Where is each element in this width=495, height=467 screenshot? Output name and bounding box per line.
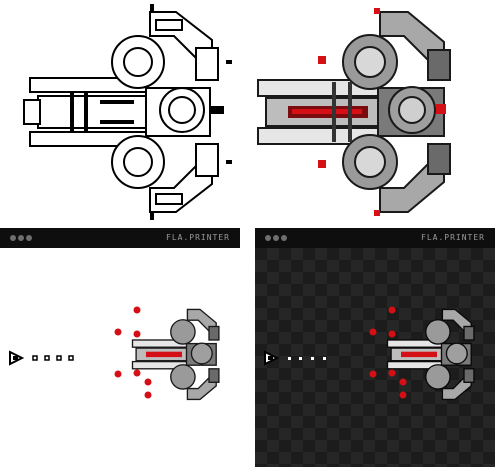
enemy-bullet-icon	[114, 306, 152, 399]
window-titlebar: FLA.PRINTER	[255, 228, 495, 248]
enemy-bullet-icon	[369, 306, 407, 399]
scene-light-canvas	[9, 306, 220, 401]
player-ship-icon	[264, 350, 280, 366]
app-label: FLA.PRINTER	[421, 233, 485, 242]
player-ship-icon	[9, 350, 25, 366]
boss-ship-icon	[131, 308, 220, 401]
scene-dark: FLA.PRINTER	[255, 228, 495, 467]
ship-shaded-panel	[248, 0, 495, 224]
window-dots-icon	[10, 235, 32, 241]
window-titlebar: FLA.PRINTER	[0, 228, 240, 248]
boss-ship-shaded	[257, 8, 451, 216]
window-dots-icon	[265, 235, 287, 241]
player-shot-icon	[32, 355, 74, 361]
scene-light: FLA.PRINTER	[0, 228, 240, 467]
boss-ship-lineart	[23, 4, 232, 220]
ship-lineart-panel	[0, 0, 247, 224]
app-label: FLA.PRINTER	[166, 233, 230, 242]
scene-dark-canvas	[264, 306, 475, 401]
boss-ship-icon	[386, 308, 475, 401]
player-shot-icon	[288, 357, 326, 360]
